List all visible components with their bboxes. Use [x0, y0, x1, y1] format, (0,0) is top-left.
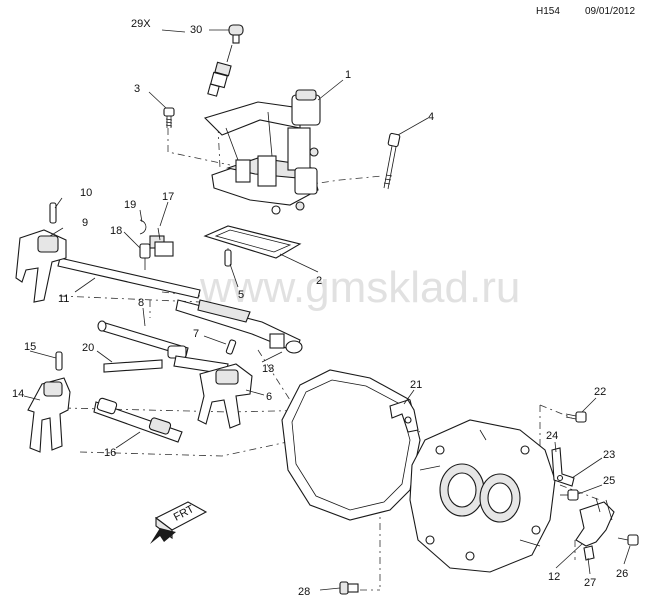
part-10-roll-pin — [49, 202, 57, 224]
callout-4: 4 — [428, 111, 434, 123]
part-14-shift-fork — [27, 377, 71, 453]
part-29x-sensor — [207, 44, 233, 97]
diagram-date: 09/01/2012 — [585, 6, 635, 17]
callout-2: 2 — [316, 275, 322, 287]
part-housing-gasket — [281, 369, 421, 521]
part-17-18-19-detent-assembly — [139, 219, 174, 270]
callout-15: 15 — [24, 341, 36, 353]
callout-11: 11 — [58, 293, 69, 305]
part-1-shift-control-housing — [203, 89, 321, 215]
callout-28: 28 — [298, 586, 310, 598]
callout-13: 13 — [262, 363, 274, 375]
callout-8: 8 — [138, 297, 144, 309]
callout-29x: 29X — [131, 18, 151, 30]
part-3-bolt — [163, 107, 175, 128]
callout-20: 20 — [82, 342, 94, 354]
watermark: www.gmsklad.ru — [199, 263, 520, 312]
callout-10: 10 — [80, 187, 92, 199]
callout-6: 6 — [266, 391, 272, 403]
callout-21: 21 — [410, 379, 422, 391]
callout-7: 7 — [193, 328, 199, 340]
callout-16: 16 — [104, 447, 116, 459]
part-transmission-case — [409, 419, 556, 573]
callout-26: 26 — [616, 568, 628, 580]
part-22-bolt — [565, 411, 587, 423]
callout-17: 17 — [162, 191, 174, 203]
callout-9: 9 — [82, 217, 88, 229]
callout-27: 27 — [584, 577, 596, 589]
part-7-pin — [225, 339, 237, 355]
callout-19: 19 — [124, 199, 136, 211]
callout-12: 12 — [548, 571, 560, 583]
part-21-sensor — [389, 399, 419, 433]
part-23-24-bracket — [551, 447, 575, 487]
part-12-lever-assembly — [575, 497, 615, 547]
part-16-shift-shaft — [93, 397, 183, 443]
front-direction-badge: FRT — [150, 501, 208, 544]
part-27-clip — [583, 545, 595, 561]
callout-3: 3 — [134, 83, 140, 95]
part-13-shift-lever-rail — [175, 299, 303, 354]
callout-18: 18 — [110, 225, 122, 237]
callout-24: 24 — [546, 430, 558, 442]
part-4-long-bolt — [383, 132, 401, 190]
callout-labels: 29X 30 1 3 4 10 9 19 17 18 2 5 11 8 7 15… — [12, 18, 628, 598]
part-8-shift-shaft — [97, 320, 189, 359]
part-28-plug — [339, 581, 359, 595]
part-30-shift-knob — [228, 24, 244, 44]
part-2-gasket — [203, 225, 302, 259]
part-26-bolt — [617, 534, 639, 546]
callout-30: 30 — [190, 24, 202, 36]
leader-lines — [23, 29, 631, 591]
part-15-roll-pin — [55, 351, 63, 371]
callout-22: 22 — [594, 386, 606, 398]
part-6-shift-fork — [197, 363, 253, 429]
callout-1: 1 — [345, 69, 351, 81]
callout-25: 25 — [603, 475, 615, 487]
part-5-pin — [224, 249, 232, 267]
callout-5: 5 — [238, 289, 244, 301]
part-11-shift-rail-with-fork-9 — [15, 229, 201, 303]
callout-14: 14 — [12, 388, 24, 400]
callout-23: 23 — [603, 449, 615, 461]
part-25-bolt — [560, 489, 579, 501]
diagram-code: H154 — [536, 6, 560, 17]
